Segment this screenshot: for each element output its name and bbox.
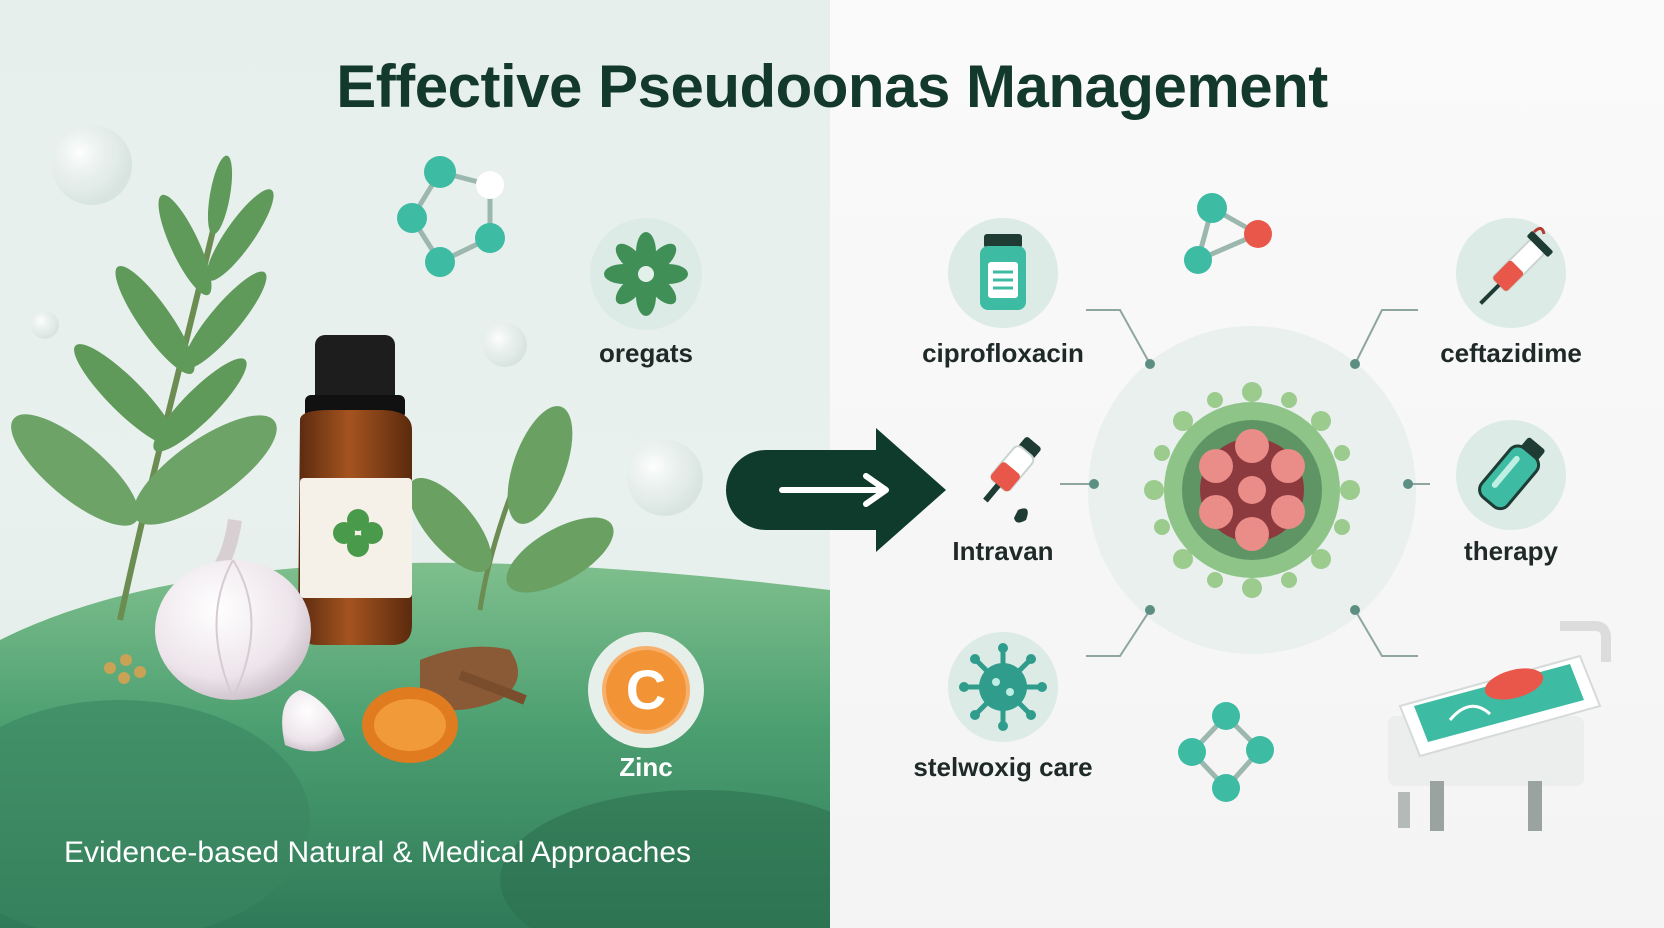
garlic-bulb xyxy=(155,518,345,752)
page-title: Effective Pseudoonas Management xyxy=(336,53,1328,120)
patient-monitor-icon xyxy=(1388,621,1611,831)
natural-label-oregano: oregats xyxy=(599,338,693,368)
natural-scene xyxy=(0,125,830,928)
bubble xyxy=(627,440,703,516)
care-icon-circle xyxy=(948,632,1058,742)
medical-label-care: stelwoxig care xyxy=(913,752,1093,782)
vitamin-icon-circle: C xyxy=(588,632,704,748)
bubble xyxy=(483,323,527,367)
therapy-icon-circle xyxy=(1456,420,1566,530)
natural-approaches-panel: oregats C Zinc Evidence-based Natural & … xyxy=(0,0,830,928)
ciprofloxacin-icon-circle xyxy=(948,218,1058,328)
molecule-icon xyxy=(1178,702,1274,802)
turmeric-root xyxy=(362,646,527,763)
vitamin-c-icon xyxy=(602,646,690,734)
ceftazidime-icon-circle xyxy=(1456,218,1566,328)
essential-oil-bottle xyxy=(298,335,412,645)
medicine-bottle-icon xyxy=(980,234,1026,310)
bacteria-icon xyxy=(959,643,1047,731)
bubble xyxy=(52,125,132,205)
bubble xyxy=(31,311,59,339)
arrow-right-icon xyxy=(726,428,946,552)
vitamin-letter: C xyxy=(625,658,667,721)
molecule-icon xyxy=(1184,193,1272,274)
syringe-icon xyxy=(1479,227,1553,305)
medical-label-intravan: Intravan xyxy=(952,536,1054,566)
oregano-icon-circle xyxy=(590,218,702,330)
olive-branch xyxy=(11,155,277,621)
subtitle: Evidence-based Natural & Medical Approac… xyxy=(64,836,692,869)
iv-drip-icon xyxy=(983,437,1041,523)
molecule-icon xyxy=(397,156,505,277)
medical-label-therapy: therapy xyxy=(1464,536,1558,566)
pathogen-hub xyxy=(1060,309,1430,657)
leaf-flower-icon xyxy=(604,232,688,316)
bacterium-icon xyxy=(1144,382,1360,598)
small-herb xyxy=(104,654,146,684)
natural-label-zinc: Zinc xyxy=(619,752,673,782)
herb-sprig xyxy=(408,406,614,611)
blur-leaf-shadow xyxy=(0,700,310,928)
medical-label-ceftazidime: ceftazidime xyxy=(1440,338,1582,368)
vial-icon xyxy=(1478,437,1545,511)
medical-label-ciprofloxacin: ciprofloxacin xyxy=(922,338,1084,368)
